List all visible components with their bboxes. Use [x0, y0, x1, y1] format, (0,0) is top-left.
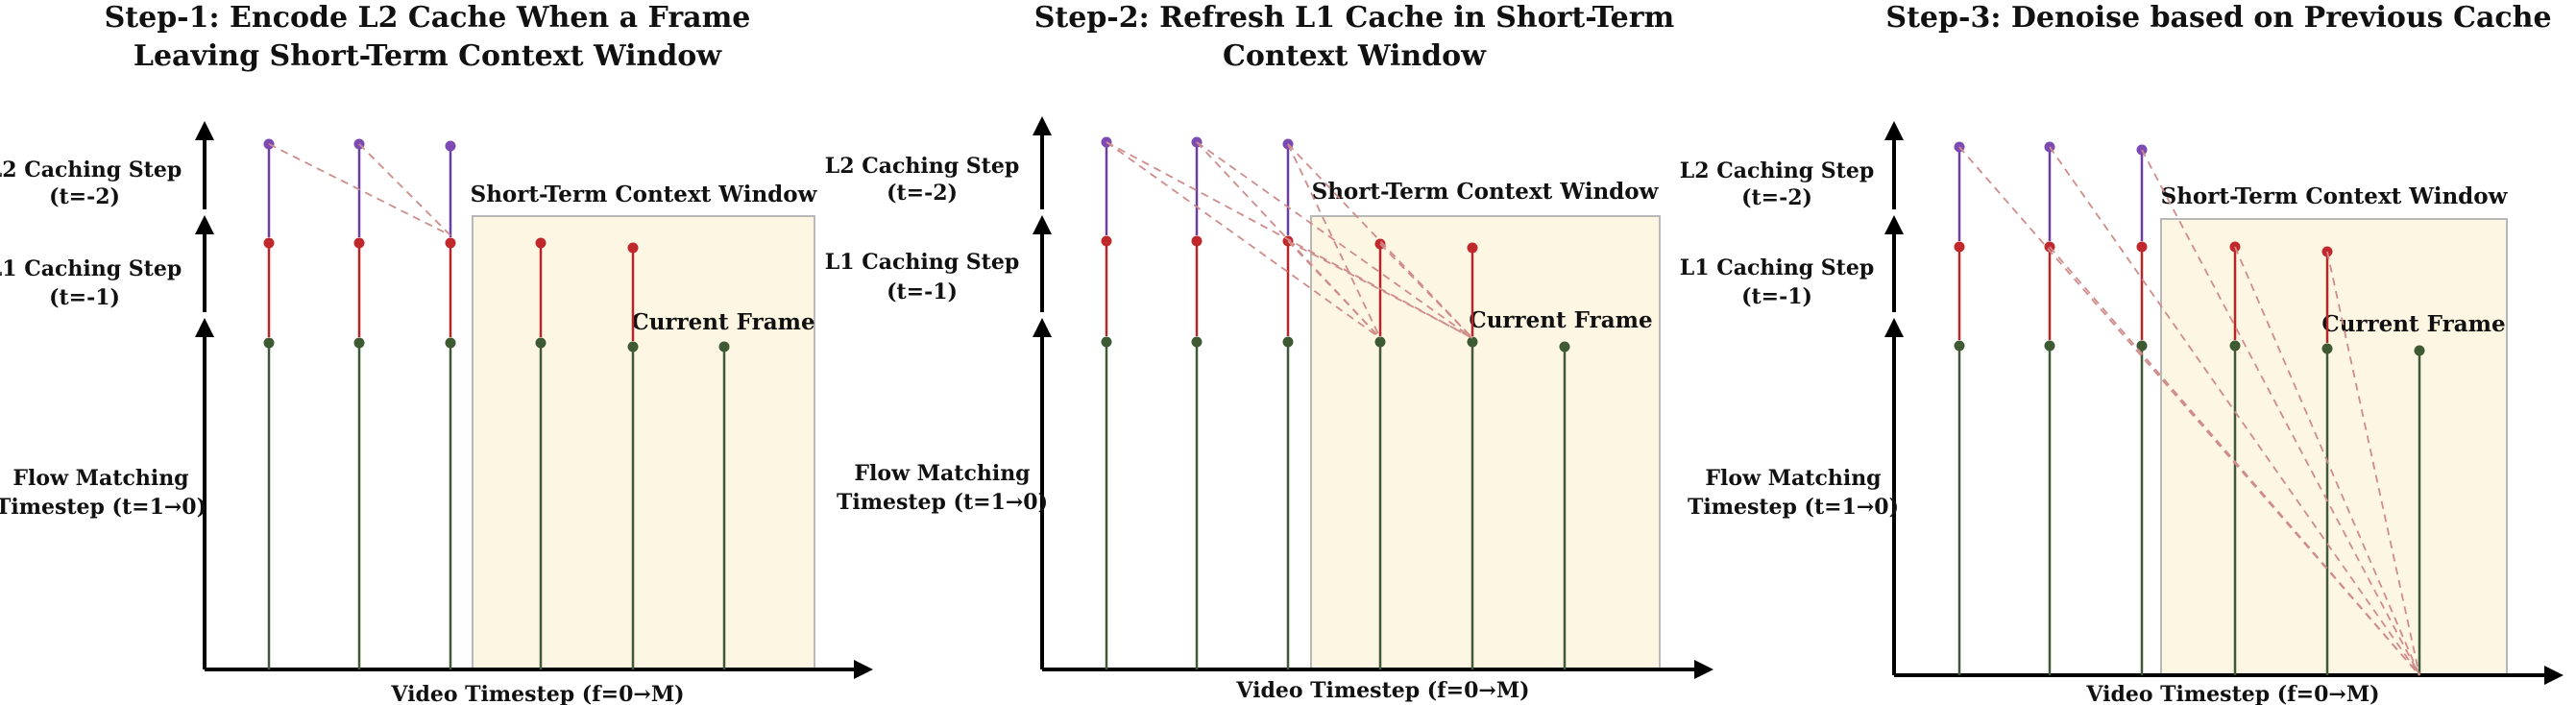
l1-label-sub: (t=-1)	[49, 285, 120, 310]
l2-label: L2 Caching Step	[0, 158, 182, 182]
l2-label-sub: (t=-2)	[1741, 185, 1812, 210]
attention-line	[2234, 246, 2420, 676]
flow-label-sub: Timestep (t=1→0)	[0, 495, 207, 520]
panel-title-line: Step-2: Refresh L1 Cache in Short-Term	[1034, 1, 1675, 35]
l2-label: L2 Caching Step	[1680, 158, 1874, 183]
flow-dot	[2229, 340, 2241, 352]
flow-dot	[445, 337, 456, 349]
current-frame-label: Current Frame	[2321, 311, 2505, 337]
flow-label: Flow Matching	[854, 461, 1030, 486]
attention-line	[1196, 141, 1381, 339]
x-axis-label: Video Timestep (f=0→M)	[2085, 682, 2379, 705]
l1-dot	[627, 242, 639, 254]
attention-line	[1287, 143, 1473, 339]
attention-line	[1287, 143, 1381, 339]
l2-label: L2 Caching Step	[825, 154, 1019, 179]
panel-title-line: Context Window	[1223, 39, 1487, 73]
l1-dot	[353, 237, 365, 249]
flow-dot	[535, 337, 547, 349]
l1-dot	[263, 237, 275, 249]
x-axis-label: Video Timestep (f=0→M)	[1235, 678, 1529, 703]
panel-step-3: Step-3: Denoise based on Previous CacheS…	[1680, 1, 2564, 705]
flow-label: Flow Matching	[1705, 466, 1881, 491]
panel-step-2: Step-2: Refresh L1 Cache in Short-TermCo…	[825, 1, 1713, 703]
current-frame-label: Current Frame	[631, 309, 814, 335]
flow-dot	[1101, 336, 1112, 348]
attention-line	[2326, 251, 2420, 676]
panel-title-line: Leaving Short-Term Context Window	[134, 39, 722, 73]
attention-line	[1196, 141, 1473, 339]
flow-dot	[1467, 336, 1478, 348]
attention-line	[1379, 243, 1473, 339]
l1-dot	[1101, 235, 1112, 247]
l1-dot	[1467, 242, 1478, 254]
l1-dot	[445, 237, 456, 249]
flow-label: Flow Matching	[12, 466, 188, 491]
flow-dot	[1191, 336, 1203, 348]
flow-dot	[1374, 336, 1386, 348]
window-label: Short-Term Context Window	[1312, 179, 1660, 205]
attention-line	[1106, 141, 1381, 339]
l1-label-sub: (t=-1)	[1741, 284, 1812, 309]
flow-label-sub: Timestep (t=1→0)	[837, 490, 1048, 515]
attention-line	[268, 143, 451, 236]
l1-dot	[2136, 241, 2148, 253]
l2-label-sub: (t=-2)	[887, 181, 958, 206]
flow-dot	[627, 341, 639, 352]
flow-dot	[353, 337, 365, 349]
x-axis-label: Video Timestep (f=0→M)	[390, 682, 684, 705]
short-term-context-window	[2160, 218, 2508, 676]
attention-line	[2049, 246, 2420, 676]
panel-step-1: Step-1: Encode L2 Cache When a FrameLeav…	[0, 1, 873, 705]
window-label: Short-Term Context Window	[2161, 183, 2509, 209]
l2-dot	[445, 140, 456, 152]
flow-dot	[1954, 340, 1965, 352]
attention-line	[358, 143, 451, 236]
l1-dot	[1954, 241, 1965, 253]
l1-dot	[1191, 235, 1203, 247]
flow-dot	[2044, 340, 2055, 352]
current-frame-label: Current Frame	[1469, 307, 1652, 333]
l1-label: L1 Caching Step	[1680, 255, 1874, 280]
window-label: Short-Term Context Window	[471, 182, 818, 207]
flow-dot	[263, 337, 275, 349]
attention-line	[2141, 149, 2420, 676]
flow-label-sub: Timestep (t=1→0)	[1688, 495, 1899, 520]
flow-dot	[2414, 345, 2425, 356]
attention-line	[1287, 240, 1381, 339]
l1-label: L1 Caching Step	[0, 256, 182, 281]
panel-title-line: Step-3: Denoise based on Previous Cache	[1885, 1, 2551, 35]
short-term-context-window	[472, 215, 815, 670]
panel-title-line: Step-1: Encode L2 Cache When a Frame	[105, 1, 751, 35]
flow-dot	[2136, 340, 2148, 352]
l1-label-sub: (t=-1)	[887, 280, 958, 304]
l2-label-sub: (t=-2)	[49, 184, 120, 209]
flow-dot	[1282, 336, 1294, 348]
l1-label: L1 Caching Step	[825, 250, 1019, 275]
short-term-context-window	[1310, 215, 1661, 670]
flow-dot	[1559, 341, 1570, 352]
flow-dot	[718, 341, 730, 352]
flow-dot	[2321, 343, 2333, 354]
l1-dot	[535, 237, 547, 249]
